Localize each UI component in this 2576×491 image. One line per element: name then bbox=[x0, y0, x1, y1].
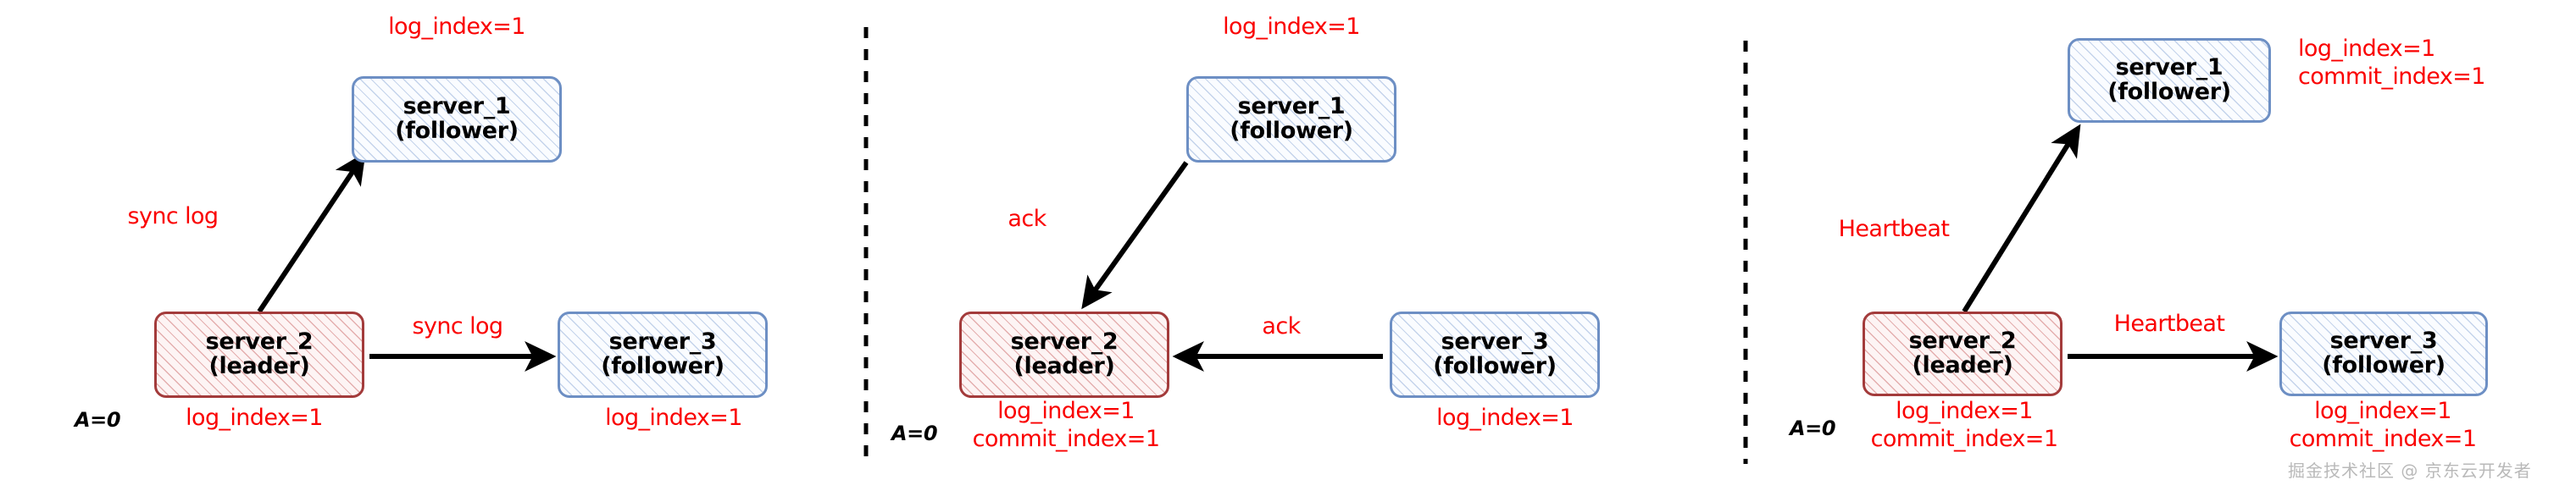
p3-label-server-1-line-0: log_index=1 bbox=[2298, 36, 2435, 62]
p2-server-3-role: (follower) bbox=[1433, 353, 1557, 379]
p3-label-a-line-0: A=0 bbox=[1790, 417, 1836, 440]
p3-label-server-3-line-1: commit_index=1 bbox=[2289, 425, 2477, 452]
p2-server-2-role: (leader) bbox=[1013, 353, 1115, 379]
p3-label-server-2-line-0: log_index=1 bbox=[1896, 398, 2033, 424]
p2-label-server-2-line-0: log_index=1 bbox=[997, 398, 1135, 424]
p3-label-a: A=0 bbox=[1790, 417, 1836, 441]
p1-server-3-role: (follower) bbox=[601, 353, 724, 379]
p1-label-server-1: log_index=1 bbox=[388, 14, 525, 41]
p3-arrow-diagonal-label: Heartbeat bbox=[1838, 216, 1950, 242]
p1-arrow-horizontal-label: sync log bbox=[412, 313, 504, 339]
p3-label-server-3-line-0: log_index=1 bbox=[2314, 398, 2451, 424]
p1-label-server-1-line-0: log_index=1 bbox=[388, 14, 525, 40]
p1-server-1-name: server_1 bbox=[402, 93, 511, 120]
p3-server-2-name: server_2 bbox=[1908, 328, 2017, 355]
p2-label-a: A=0 bbox=[891, 422, 938, 446]
p1-label-server-2: log_index=1 bbox=[186, 405, 323, 433]
p3-server-1-role: (follower) bbox=[2107, 79, 2231, 105]
p3-server-2[interactable]: server_2(leader) bbox=[1863, 312, 2062, 396]
p1-label-server-3-line-0: log_index=1 bbox=[605, 405, 742, 431]
p2-label-server-1-line-0: log_index=1 bbox=[1223, 14, 1360, 40]
p1-arrow-diagonal bbox=[257, 152, 366, 313]
p3-label-server-1-line-1: commit_index=1 bbox=[2298, 63, 2485, 90]
p2-label-server-3-line-0: log_index=1 bbox=[1436, 405, 1574, 431]
p3-server-2-role: (leader) bbox=[1912, 352, 2013, 378]
p1-server-2[interactable]: server_2(leader) bbox=[154, 312, 364, 398]
p1-server-3-name: server_3 bbox=[608, 328, 717, 356]
panel-dividers bbox=[863, 27, 1748, 464]
p1-server-1[interactable]: server_1(follower) bbox=[352, 76, 562, 163]
watermark: 掘金技术社区 @ 京东云开发者 bbox=[2288, 461, 2532, 481]
p2-arrow-diagonal-label: ack bbox=[1008, 206, 1046, 232]
p2-arrow-diagonal bbox=[1081, 161, 1189, 310]
p3-server-3[interactable]: server_3(follower) bbox=[2279, 312, 2488, 396]
p3-server-3-role: (follower) bbox=[2322, 352, 2446, 378]
p2-server-1-role: (follower) bbox=[1230, 118, 1353, 144]
p1-label-server-2-line-0: log_index=1 bbox=[186, 405, 323, 431]
arrow-connectors bbox=[257, 124, 2279, 372]
p3-server-3-name: server_3 bbox=[2329, 328, 2438, 355]
p1-label-a-line-0: A=0 bbox=[75, 408, 121, 432]
p2-label-server-1: log_index=1 bbox=[1223, 14, 1360, 41]
p3-label-server-2-line-1: commit_index=1 bbox=[1870, 425, 2058, 452]
p2-server-2[interactable]: server_2(leader) bbox=[959, 312, 1169, 398]
p2-label-a-line-0: A=0 bbox=[891, 422, 938, 445]
p2-server-1-name: server_1 bbox=[1237, 93, 1346, 120]
p1-server-2-name: server_2 bbox=[205, 328, 314, 356]
p2-server-3[interactable]: server_3(follower) bbox=[1390, 312, 1600, 398]
p2-label-server-3: log_index=1 bbox=[1436, 405, 1574, 433]
p2-server-1[interactable]: server_1(follower) bbox=[1186, 76, 1396, 163]
p3-server-1-name: server_1 bbox=[2115, 54, 2223, 81]
p1-label-server-3: log_index=1 bbox=[605, 405, 742, 433]
p1-arrow-diagonal-label: sync log bbox=[127, 203, 219, 229]
p2-label-server-2-line-1: commit_index=1 bbox=[972, 425, 1160, 452]
p3-server-1[interactable]: server_1(follower) bbox=[2068, 38, 2271, 123]
p1-server-1-role: (follower) bbox=[395, 118, 519, 144]
p1-label-a: A=0 bbox=[75, 408, 121, 433]
p3-arrow-horizontal-label: Heartbeat bbox=[2113, 311, 2225, 337]
p2-server-3-name: server_3 bbox=[1441, 328, 1549, 356]
p2-arrow-horizontal-label: ack bbox=[1262, 313, 1301, 339]
p1-server-3[interactable]: server_3(follower) bbox=[558, 312, 768, 398]
p3-arrow-diagonal bbox=[1962, 124, 2081, 313]
p2-server-2-name: server_2 bbox=[1010, 328, 1119, 356]
p1-server-2-role: (leader) bbox=[208, 353, 310, 379]
